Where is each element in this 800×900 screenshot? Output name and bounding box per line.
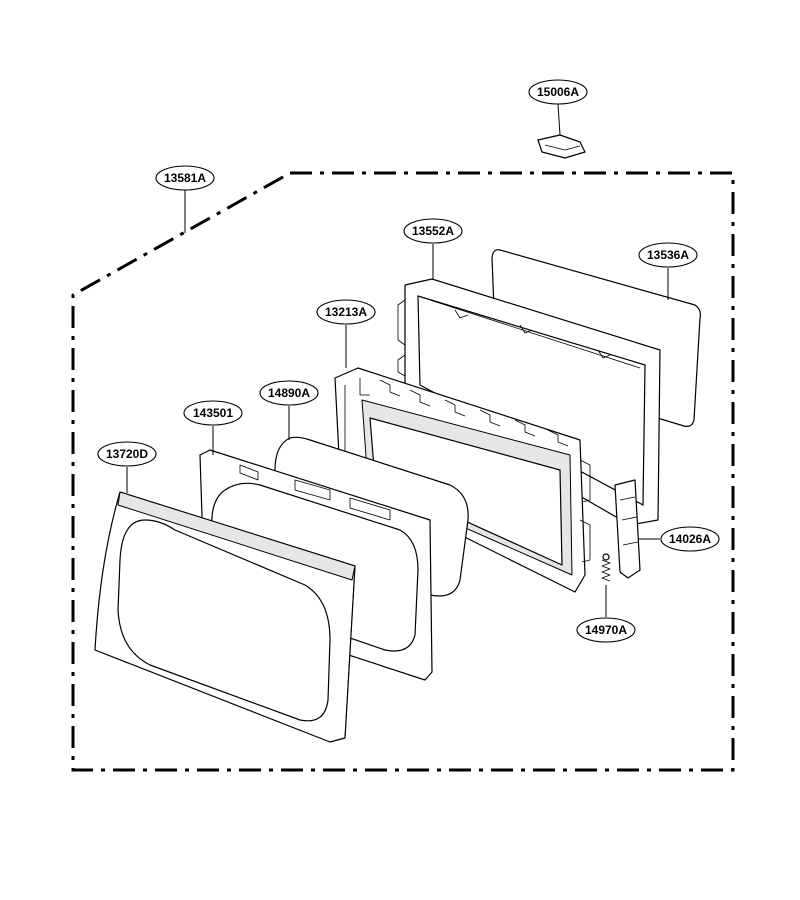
assembly-boundary	[71, 171, 735, 772]
part-front-cover	[94, 491, 356, 743]
label-choke-text: 143501	[193, 406, 233, 420]
label-spring-text: 14970A	[585, 623, 627, 637]
label-cap-text: 15006A	[537, 85, 579, 99]
label-latch: 14026A	[660, 526, 720, 552]
label-screen: 14890A	[259, 380, 319, 406]
label-frame: 13552A	[403, 218, 463, 244]
label-door-plate-text: 13213A	[325, 305, 367, 319]
label-latch-text: 14026A	[669, 532, 711, 546]
label-cover-text: 13720D	[106, 447, 148, 461]
label-door-plate: 13213A	[316, 299, 376, 325]
part-cap	[537, 134, 586, 159]
label-cap: 15006A	[528, 79, 588, 105]
part-latch	[614, 479, 641, 579]
leader-lines	[126, 103, 669, 617]
label-door-assembly-text: 13581A	[164, 171, 206, 185]
label-spring: 14970A	[576, 617, 636, 643]
label-door-assembly: 13581A	[155, 165, 215, 191]
label-frame-text: 13552A	[412, 224, 454, 238]
label-glass: 13536A	[638, 242, 698, 268]
label-choke: 143501	[183, 400, 243, 426]
part-spring	[601, 553, 611, 582]
label-cover: 13720D	[97, 441, 157, 467]
part-door-plate	[334, 367, 591, 593]
part-door-frame	[397, 278, 661, 526]
label-screen-text: 14890A	[268, 386, 310, 400]
label-glass-text: 13536A	[647, 248, 689, 262]
